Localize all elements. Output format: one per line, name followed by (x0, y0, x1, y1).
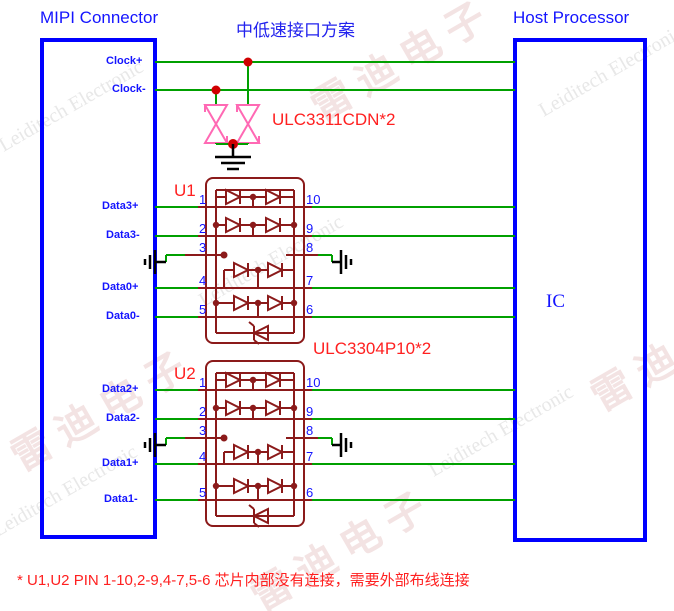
u2-pin-10: 10 (306, 375, 321, 390)
u1-pin-4: 4 (199, 273, 207, 288)
junction-dot (220, 251, 228, 259)
ground-symbol-u2-right (339, 433, 353, 457)
u2-pin-5: 5 (199, 485, 207, 500)
pin-label-clock-minus: Clock- (112, 83, 146, 95)
pin-label-data3-plus: Data3+ (102, 200, 139, 212)
u1-pin-9: 9 (306, 221, 314, 236)
u2-body (205, 360, 305, 527)
ground-symbol-u1-right (339, 250, 353, 274)
u2-pin-6: 6 (306, 485, 314, 500)
host-ic-label: IC (546, 291, 565, 312)
u1-diode-row-3 (223, 261, 294, 289)
tvs-diode-1 (203, 104, 229, 144)
u1-pin-10: 10 (306, 192, 321, 207)
pin-label-data0-minus: Data0- (106, 310, 140, 322)
u2-diode-row-2 (212, 399, 298, 420)
ground-symbol-u2-left (143, 433, 157, 457)
pin-label-data2-minus: Data2- (106, 412, 140, 424)
pin-label-data3-minus: Data3- (106, 229, 140, 241)
u2-pin-8: 8 (306, 423, 314, 438)
u2-pin-7: 7 (306, 449, 314, 464)
u2-diode-row-1 (216, 371, 294, 391)
ground-symbol-u1-left (143, 250, 157, 274)
u1-pin-1: 1 (199, 192, 207, 207)
tvs-diode-2 (235, 104, 261, 144)
pin-label-data1-minus: Data1- (104, 493, 138, 505)
u2-diode-row-4 (212, 477, 298, 501)
pin-label-clock-plus: Clock+ (106, 55, 143, 67)
u1-zener-diode (248, 321, 269, 345)
u2-zener-diode (248, 504, 269, 528)
u1-diode-row-4 (212, 294, 298, 318)
u1-diode-row-1 (216, 188, 294, 208)
u2-pin-4: 4 (199, 449, 207, 464)
junction-dot (220, 434, 228, 442)
diagram-title: 中低速接口方案 (236, 21, 355, 40)
u2-pin-9: 9 (306, 404, 314, 419)
junction-dot (211, 85, 221, 95)
chip-part-label: ULC3304P10*2 (313, 339, 432, 358)
u1-diode-row-2 (212, 216, 298, 237)
ground-symbol-tvs (215, 155, 251, 171)
u2-diode-row-3 (223, 443, 294, 465)
u1-body (205, 177, 305, 344)
u1-pin-3: 3 (199, 240, 207, 255)
u1-pin-8: 8 (306, 240, 314, 255)
u2-pin-1: 1 (199, 375, 207, 390)
pin-label-data1-plus: Data1+ (102, 457, 139, 469)
pin-label-data2-plus: Data2+ (102, 383, 139, 395)
host-processor-box (513, 38, 647, 542)
u2-refdes: U2 (174, 364, 196, 383)
u1-pin-6: 6 (306, 302, 314, 317)
u1-pin-2: 2 (199, 221, 207, 236)
u2-pin-3: 3 (199, 423, 207, 438)
u1-pin-5: 5 (199, 302, 207, 317)
junction-dot (243, 57, 253, 67)
pin-label-data0-plus: Data0+ (102, 281, 139, 293)
u1-pin-7: 7 (306, 273, 314, 288)
u1-refdes: U1 (174, 181, 196, 200)
mipi-connector-title: MIPI Connector (40, 8, 159, 27)
tvs-part-label: ULC3311CDN*2 (272, 110, 396, 129)
u2-pin-2: 2 (199, 404, 207, 419)
footnote: * U1,U2 PIN 1-10,2-9,4-7,5-6 芯片内部没有连接，需要… (17, 572, 470, 589)
host-processor-title: Host Processor (513, 8, 630, 27)
